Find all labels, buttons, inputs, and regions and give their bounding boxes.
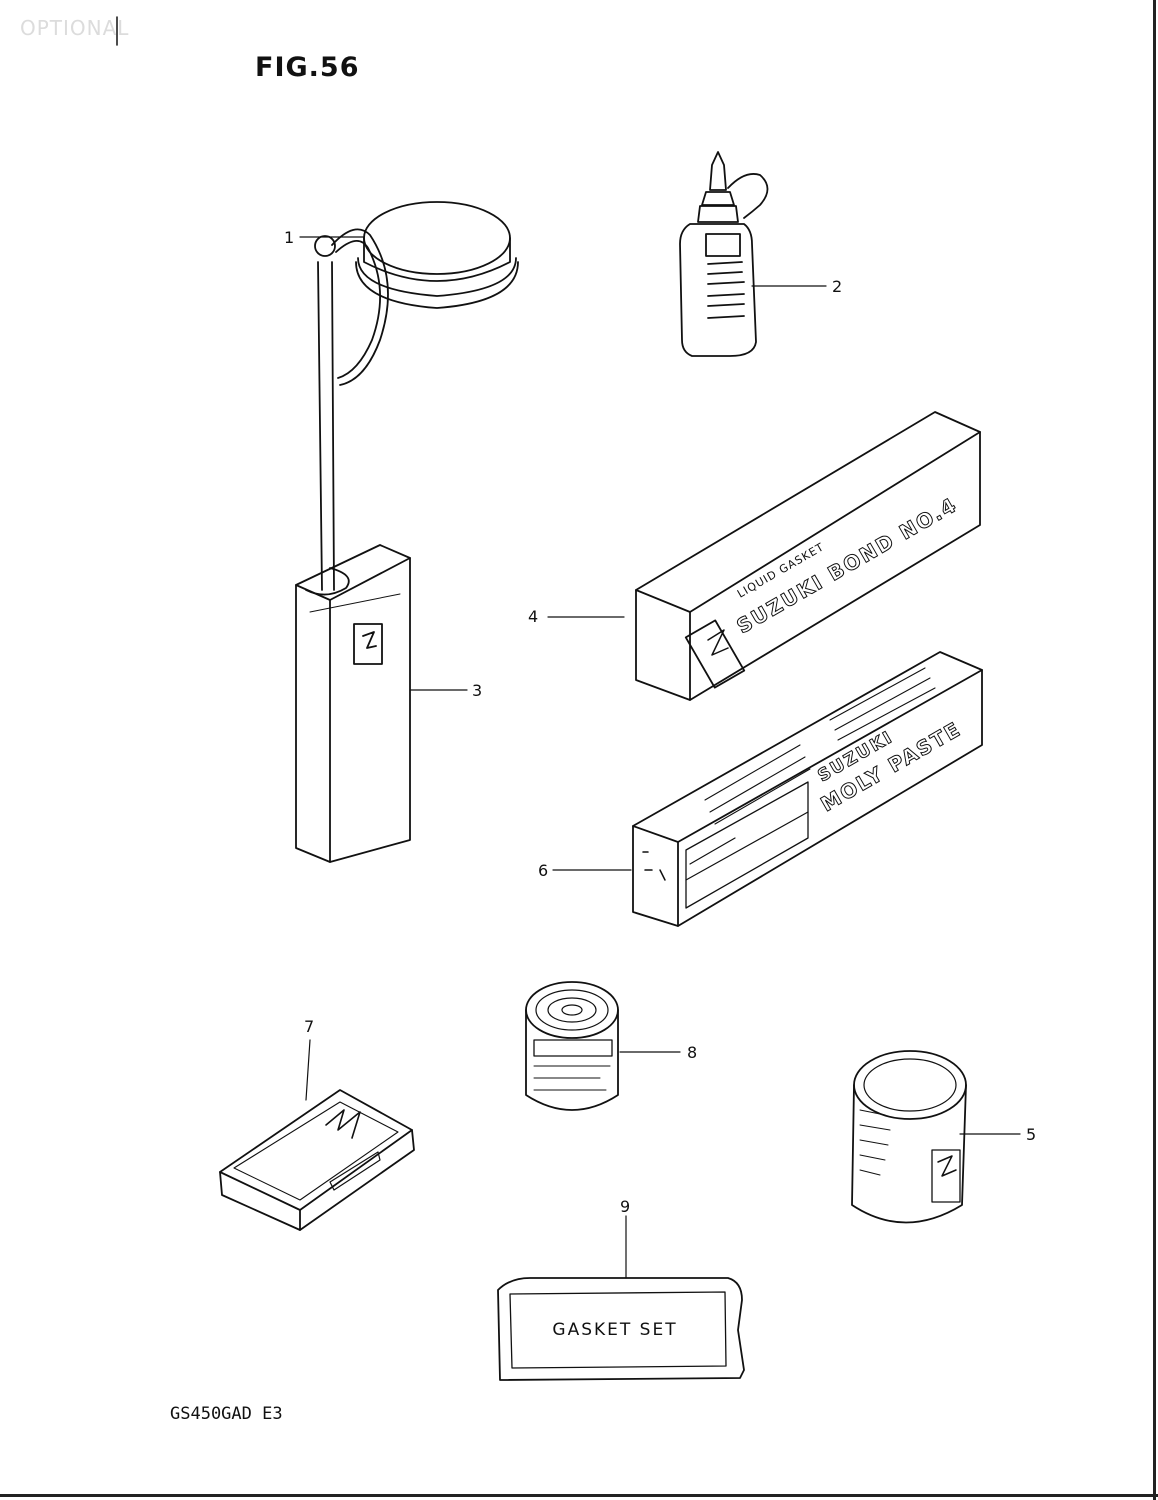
callout-3: 3: [472, 681, 482, 700]
part-9-gasket-envelope: [497, 1215, 745, 1381]
page-border-right: [1153, 0, 1156, 1500]
part-6-moly-box: [552, 651, 983, 927]
part-2-bottle: [679, 151, 827, 357]
optional-watermark: OPTIONAL: [20, 16, 130, 40]
part-5-large-can: [851, 1050, 1021, 1224]
figure-title: FIG.56: [255, 52, 360, 83]
gasket-set-label: GASKET SET: [552, 1320, 677, 1340]
callout-1: 1: [284, 228, 294, 247]
part-3-oil-can: [295, 228, 468, 863]
part-8-small-can: [525, 981, 681, 1111]
page-border-bottom: [0, 1494, 1158, 1497]
callout-5: 5: [1026, 1125, 1036, 1144]
callout-6: 6: [538, 861, 548, 880]
callout-4: 4: [528, 607, 538, 626]
callout-7: 7: [304, 1017, 314, 1036]
callout-9: 9: [620, 1197, 630, 1216]
callout-8: 8: [687, 1043, 697, 1062]
model-code: GS450GAD E3: [170, 1404, 283, 1424]
part-1-grease-tin: [299, 201, 519, 309]
part-7-case: [219, 1039, 415, 1231]
callout-2: 2: [832, 277, 842, 296]
part-4-bond-box: [547, 411, 981, 701]
